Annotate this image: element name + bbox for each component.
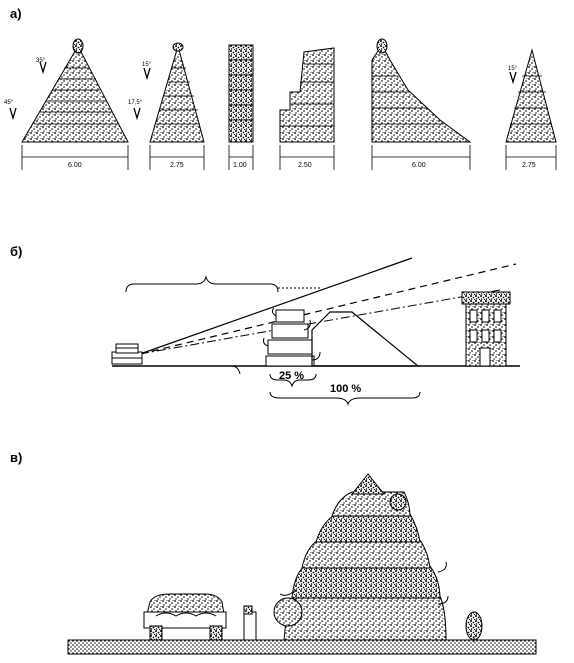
embankment (311, 311, 420, 367)
angle-2-top: 15° (142, 62, 152, 68)
ground-strip (67, 639, 537, 655)
panel-v-label: в) (10, 450, 22, 465)
angle-6-top: 15° (508, 66, 518, 72)
car-icon (143, 593, 227, 641)
panel-b-diagram (111, 257, 520, 406)
sight-line-dashed (139, 263, 517, 355)
planted-mound (273, 473, 449, 641)
conifer-icon (465, 611, 483, 642)
brace-100 (269, 391, 421, 406)
section-6: 15° (505, 48, 557, 143)
width-5: 6.00 (412, 162, 426, 169)
angle-1-bottom: 45° (4, 100, 14, 106)
panel-v-scene (67, 473, 537, 655)
panel-b-label: б) (10, 244, 22, 259)
percent-100: 100 % (330, 383, 361, 395)
angle-1-top: 35° (36, 58, 46, 64)
panel-a-sections: 35° 15° 17,5° (4, 38, 557, 143)
section-1: 35° (9, 38, 129, 143)
width-3: 1.00 (233, 162, 247, 169)
width-4: 2.50 (298, 162, 312, 169)
car-icon (111, 343, 143, 365)
section-4 (279, 47, 335, 143)
angle-2-bottom: 17,5° (128, 100, 143, 106)
terrace (263, 307, 321, 367)
brace-25 (269, 373, 317, 388)
building-icon (461, 291, 511, 367)
post-icon (243, 605, 257, 641)
percent-25: 25 % (279, 370, 304, 382)
panel-a-dimensions (21, 145, 557, 170)
width-2: 2.75 (170, 162, 184, 169)
sight-line-solid (139, 257, 413, 355)
section-5 (371, 38, 472, 143)
width-1: 6.00 (68, 162, 82, 169)
panel-a-label: а) (10, 6, 22, 21)
top-brace (125, 275, 279, 293)
section-2: 15° 17,5° (128, 42, 205, 143)
width-6: 2.75 (522, 162, 536, 169)
section-3 (228, 44, 254, 143)
